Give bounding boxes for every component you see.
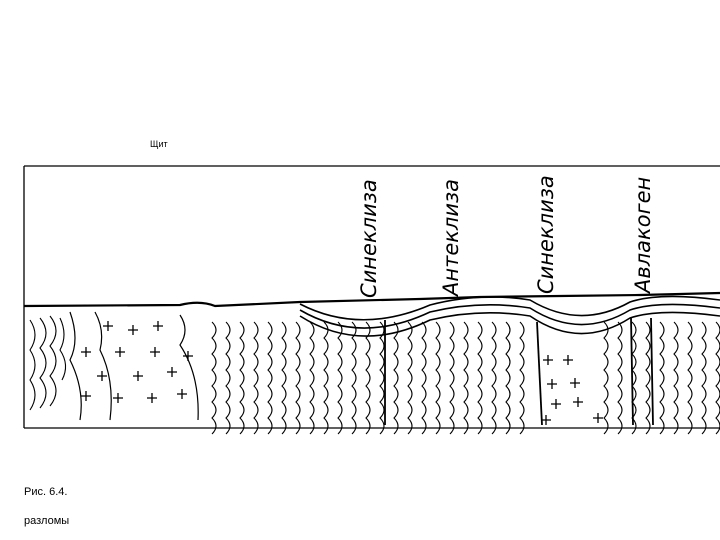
granite-cross — [167, 367, 177, 377]
figure-caption: разломы — [24, 515, 70, 527]
granite-cross — [115, 347, 125, 357]
fold-line — [421, 321, 427, 435]
folded-strata-central — [211, 321, 720, 435]
label-anteclise: Антеклиза — [439, 179, 463, 298]
fold-line — [659, 321, 665, 435]
granite-cross — [103, 321, 113, 331]
structure-labels: Синеклиза Антеклиза Синеклиза Авлакоген — [357, 175, 655, 298]
fold-line — [505, 321, 511, 435]
fold-line — [449, 321, 455, 435]
fold-line — [309, 321, 315, 435]
fold-line — [617, 321, 623, 435]
granite-cross — [128, 325, 138, 335]
fold-line — [379, 321, 385, 435]
fold-line — [295, 321, 301, 435]
shield-label: Щит — [150, 139, 168, 149]
fold-line — [253, 321, 259, 435]
granite-cross — [547, 379, 557, 389]
fold-line — [603, 321, 609, 435]
granite-cross — [563, 355, 573, 365]
fold-line — [239, 321, 245, 435]
granite-cross — [147, 393, 157, 403]
fold-line — [281, 321, 287, 435]
folded-strata-left — [29, 315, 67, 411]
granite-cross — [81, 391, 91, 401]
granite-cross — [593, 413, 603, 423]
granite-cross — [153, 321, 163, 331]
granite-cross — [177, 389, 187, 399]
granite-cross — [150, 347, 160, 357]
label-syneclise-2: Синеклиза — [534, 175, 558, 294]
label-aulacogen: Авлакоген — [631, 177, 655, 295]
fold-line — [225, 321, 231, 435]
granite-cross — [183, 351, 193, 361]
fold-line — [267, 321, 273, 435]
shield-basement — [69, 311, 199, 421]
section-frame — [23, 165, 720, 429]
sedimentary-cover-layers — [299, 295, 720, 337]
fold-line — [435, 321, 441, 435]
fold-line — [701, 321, 707, 435]
granite-cross — [541, 415, 551, 425]
granite-crosses — [81, 321, 193, 403]
granite-cross — [551, 399, 561, 409]
fold-line — [519, 321, 525, 435]
fold-line — [463, 321, 469, 435]
fold-line — [337, 321, 343, 435]
fold-line — [393, 321, 399, 435]
fold-line — [645, 321, 651, 435]
fold-line — [323, 321, 329, 435]
fold-line — [687, 321, 693, 435]
figure-number: Рис. 6.4. — [24, 486, 68, 498]
granite-cross — [573, 397, 583, 407]
granite-crosses-right — [541, 355, 603, 425]
fold-line — [351, 321, 357, 435]
granite-cross — [570, 378, 580, 388]
granite-cross — [97, 371, 107, 381]
fold-line — [477, 321, 483, 435]
granite-cross — [133, 371, 143, 381]
fold-line — [211, 321, 217, 435]
fold-line — [715, 321, 720, 435]
fold-line — [673, 321, 679, 435]
granite-cross — [543, 355, 553, 365]
fault-lines — [384, 317, 654, 426]
fold-line — [365, 321, 371, 435]
label-syneclise-1: Синеклиза — [357, 179, 381, 298]
fold-line — [491, 321, 497, 435]
granite-cross — [81, 347, 91, 357]
granite-cross — [113, 393, 123, 403]
fold-line — [407, 321, 413, 435]
